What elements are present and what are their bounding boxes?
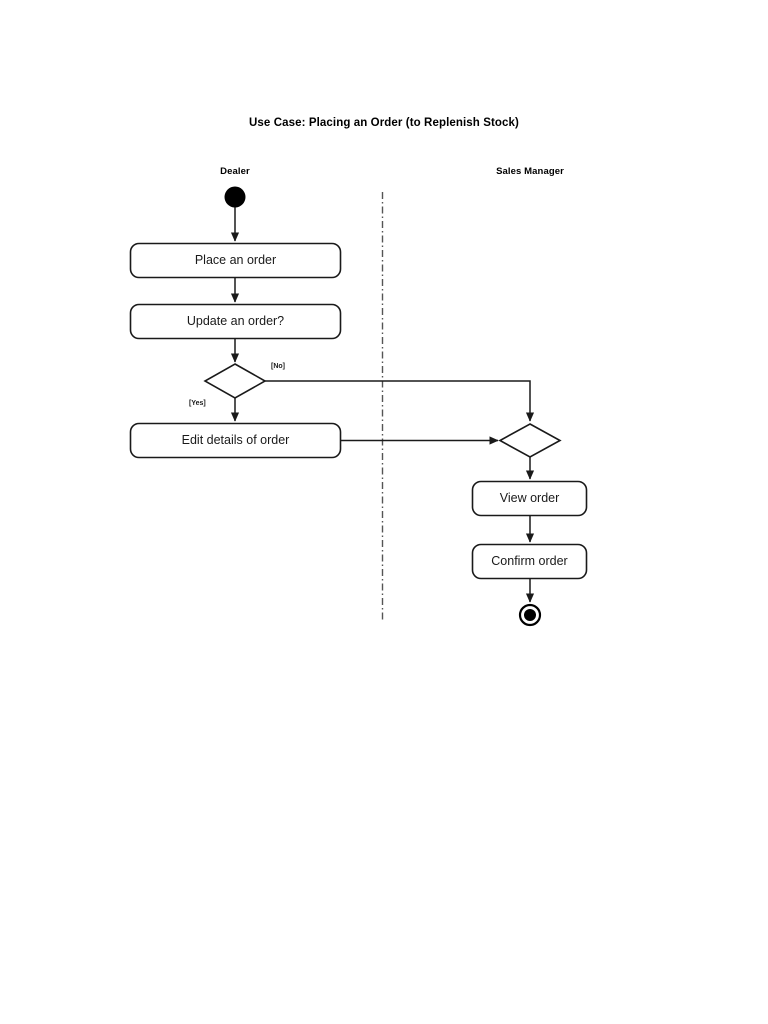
guard-label-yes: [Yes] xyxy=(189,400,206,407)
action-label-edit-details-of-order: Edit details of order xyxy=(181,433,290,447)
page-title: Use Case: Placing an Order (to Replenish… xyxy=(249,117,519,129)
final-node xyxy=(518,603,542,627)
edge-decision-no-to-merge xyxy=(265,380,535,422)
action-label-place-an-order: Place an order xyxy=(194,253,277,267)
action-label-update-an-order: Update an order? xyxy=(186,314,285,328)
action-label-view-order: View order xyxy=(499,491,560,505)
swimlane-header-sales-manager: Sales Manager xyxy=(496,166,564,177)
swimlane-header-dealer: Dealer xyxy=(220,166,250,177)
merge-node xyxy=(498,423,562,458)
initial-node xyxy=(224,186,246,208)
action-label-confirm-order: Confirm order xyxy=(491,554,568,568)
guard-label-no: [No] xyxy=(271,363,285,370)
decision-node xyxy=(203,363,267,399)
